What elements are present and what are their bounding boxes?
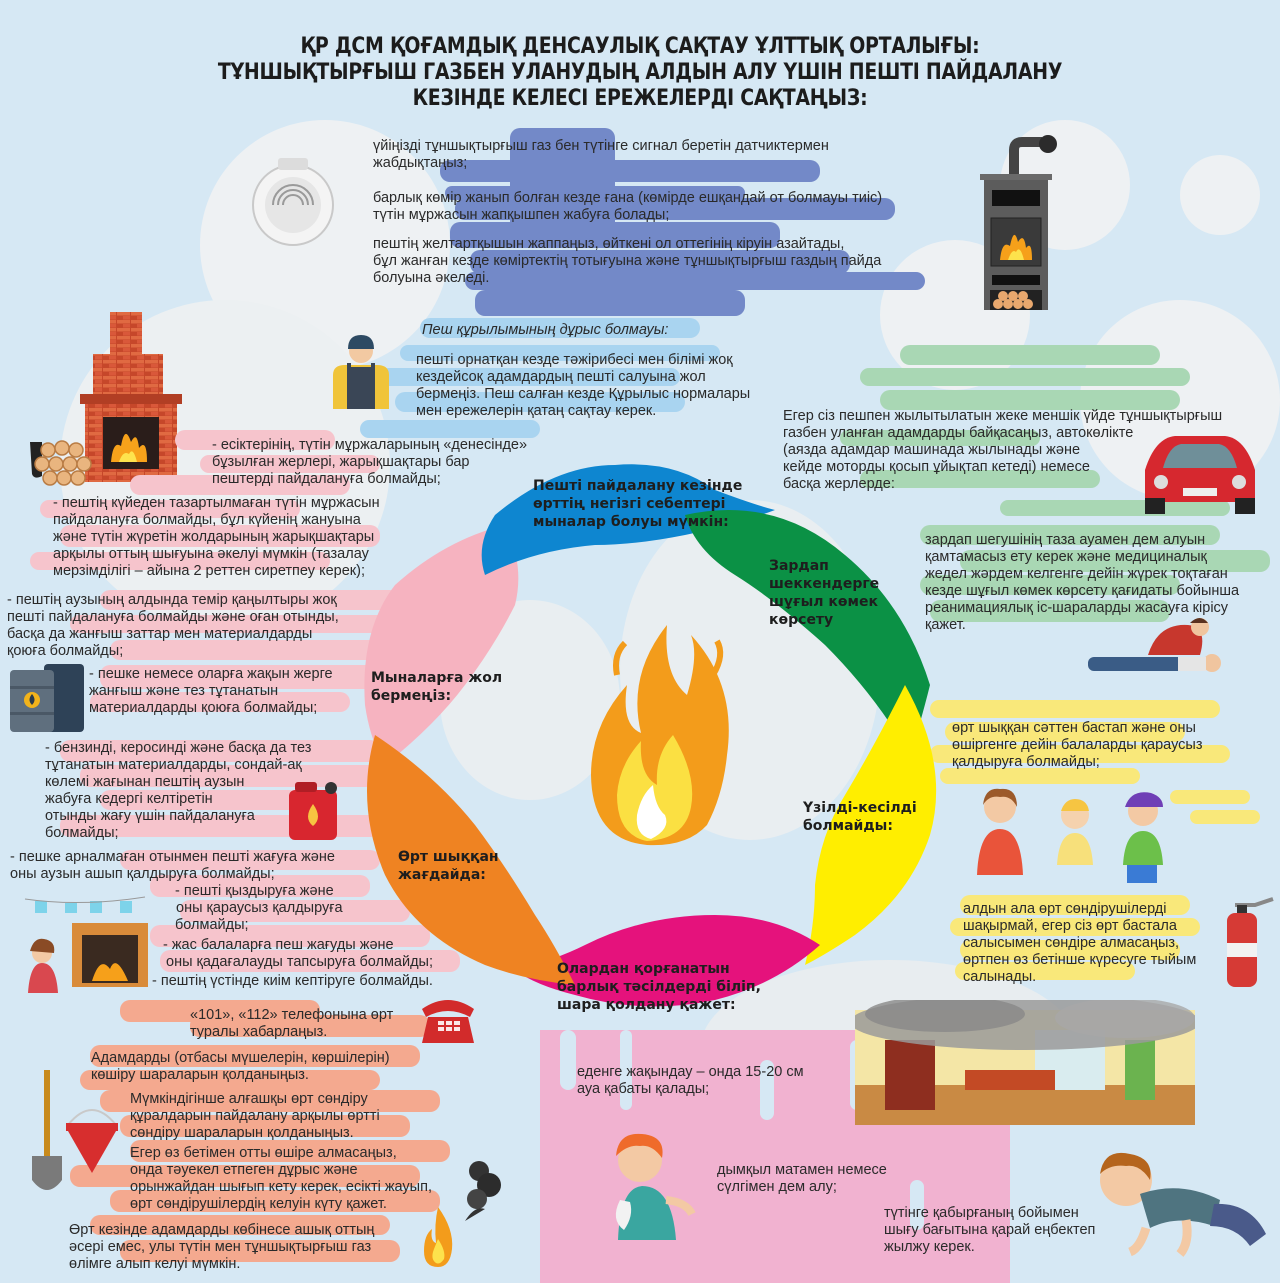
text-line: бұл жанған кезде көміртектің тотығуына ж… — [373, 253, 882, 269]
pink-item-7: - пешті қыздыруға және оны қараусыз қалд… — [175, 883, 343, 933]
car-icon — [1135, 430, 1265, 515]
smoke-room-icon — [855, 1000, 1195, 1125]
petal-orange — [367, 735, 575, 985]
petal-label-causes: Пешті пайдалану кезінде өрттің негізгі с… — [533, 478, 743, 530]
fuel-canister-icon — [287, 780, 343, 842]
crawling-boy-icon — [1090, 1150, 1280, 1260]
petal-label-in-case-of-fire: Өрт шыққан жағдайда: — [398, 849, 499, 883]
boy-cloth-icon — [600, 1130, 700, 1240]
construction-text: пешті орнатқан кезде тәжірибесі мен білі… — [416, 352, 751, 419]
pink-item-8: - жас балаларға пеш жағуды және оны қада… — [163, 937, 434, 970]
pink-item-2: - пештің күйеден тазартылмаған түтін мұр… — [53, 495, 380, 579]
leave-building-text: Егер өз бетімен отты өшіре алмасаңыз, он… — [130, 1145, 432, 1212]
flame-icon — [591, 625, 729, 846]
text-line: түтін мұржасын жапқышпен жабуға болады; — [373, 207, 670, 223]
floor-air-text: еденге жақындау – онда 15-20 см ауа қаба… — [577, 1064, 804, 1097]
title-line: ТҰНШЫҚТЫРҒЫШ ГАЗБЕН УЛАНУДЫҢ АЛДЫН АЛУ Ү… — [217, 60, 1063, 85]
telephone-icon — [418, 995, 478, 1047]
petal-magenta — [515, 915, 820, 1007]
title-line: ҚР ДСМ ҚОҒАМДЫҚ ДЕНСАУЛЫҚ САҚТАУ ҰЛТТЫҚ … — [300, 34, 980, 59]
children-icon — [965, 785, 1185, 895]
shovel-icon — [28, 1070, 68, 1200]
smoke-detector-icon — [248, 150, 338, 250]
pink-item-3: - пештің аузының алдында темір қаңылтыры… — [7, 592, 339, 659]
wet-cloth-text: дымқыл матамен немесе сүлгімен дем алу; — [717, 1162, 887, 1195]
text-line: болуына әкеледі. — [373, 270, 490, 286]
bg-bubble — [1180, 155, 1260, 235]
crawl-text: түтінге қабырғаның бойымен шығу бағытына… — [884, 1205, 1096, 1255]
petal-label-protection: Олардан қорғанатын барлық тәсілдерді біл… — [557, 961, 761, 1013]
cpr-icon — [1088, 615, 1248, 677]
first-aid-text: зардап шегушінің таза ауамен дем алуын қ… — [925, 532, 1240, 633]
petal-label-do-not-allow: Мыналарға жол бермеңіз: — [371, 670, 503, 704]
text-line: жабдықтаңыз; — [373, 155, 468, 171]
pink-item-6: - пешке арналмаған отынмен пешті жағуға … — [10, 849, 335, 882]
petal-green — [685, 510, 930, 755]
extinguish-warning-text: алдын ала өрт сөндірушілерді шақырмай, е… — [963, 901, 1197, 985]
petal-label-never: Үзілді-кесілді болмайды: — [803, 800, 917, 834]
smoke-icon — [455, 1155, 505, 1225]
pink-item-1: - есіктерінің, түтін мұржаларының «денес… — [212, 437, 528, 487]
worker-icon — [333, 333, 389, 409]
extinguish-text: Мүмкіндігінше алғашқы өрт сөндіру құралд… — [130, 1091, 380, 1141]
pink-item-4: - пешке немесе оларға жақын жерге жанғыш… — [89, 666, 333, 716]
call-fire-text: «101», «112» телефонына өрт туралы хабар… — [190, 1007, 394, 1040]
construction-heading: Пеш құрылымының дұрыс болмауы: — [422, 322, 669, 338]
girl-fireplace-icon — [20, 895, 155, 995]
top-text-block: үйіңізді тұншықтырғыш газ бен түтінге си… — [373, 138, 882, 287]
text-line: пештің желтартқышын жаппаңыз, өйткені ол… — [373, 236, 845, 252]
wood-stove-icon — [980, 130, 1060, 315]
fire-extinguisher-icon — [1215, 895, 1275, 990]
brick-fireplace-icon — [75, 312, 185, 482]
firewood-icon — [28, 436, 98, 486]
petal-pink — [364, 525, 519, 765]
text-line: барлық көмір жанып болған кезде ғана (кө… — [373, 190, 883, 206]
poisoning-intro-text: Егер сіз пешпен жылытылатын жеке меншік … — [783, 408, 1223, 492]
children-warning-text: өрт шыққан сәттен бастап және оны өшірге… — [952, 720, 1203, 770]
text-line: үйіңізді тұншықтырғыш газ бен түтінге си… — [373, 138, 829, 154]
page-title: ҚР ДСМ ҚОҒАМДЫҚ ДЕНСАУЛЫҚ САҚТАУ ҰЛТТЫҚ … — [90, 34, 1191, 112]
toxic-smoke-note: Өрт кезінде адамдарды көбінесе ашық отты… — [69, 1222, 375, 1272]
petal-label-first-aid: Зардап шеккендерге шұғыл көмек көрсету — [769, 558, 880, 628]
title-line: КЕЗІНДЕ КЕЛЕСІ ЕРЕЖЕЛЕРДІ САҚТАҢЫЗ: — [412, 86, 868, 111]
pink-item-9: - пештің үстінде киім кептіруге болмайды… — [152, 973, 433, 989]
petal-yellow — [805, 685, 937, 965]
oil-barrel-icon — [8, 662, 88, 734]
evacuate-text: Адамдарды (отбасы мүшелерін, көршілерін)… — [91, 1050, 390, 1083]
small-flame-icon — [418, 1205, 458, 1270]
fire-bucket-icon — [62, 1105, 122, 1175]
petal-blue — [481, 464, 775, 575]
fire-safety-wheel — [355, 455, 945, 1015]
pink-item-5: - бензинді, керосинді және басқа да тез … — [45, 740, 312, 841]
